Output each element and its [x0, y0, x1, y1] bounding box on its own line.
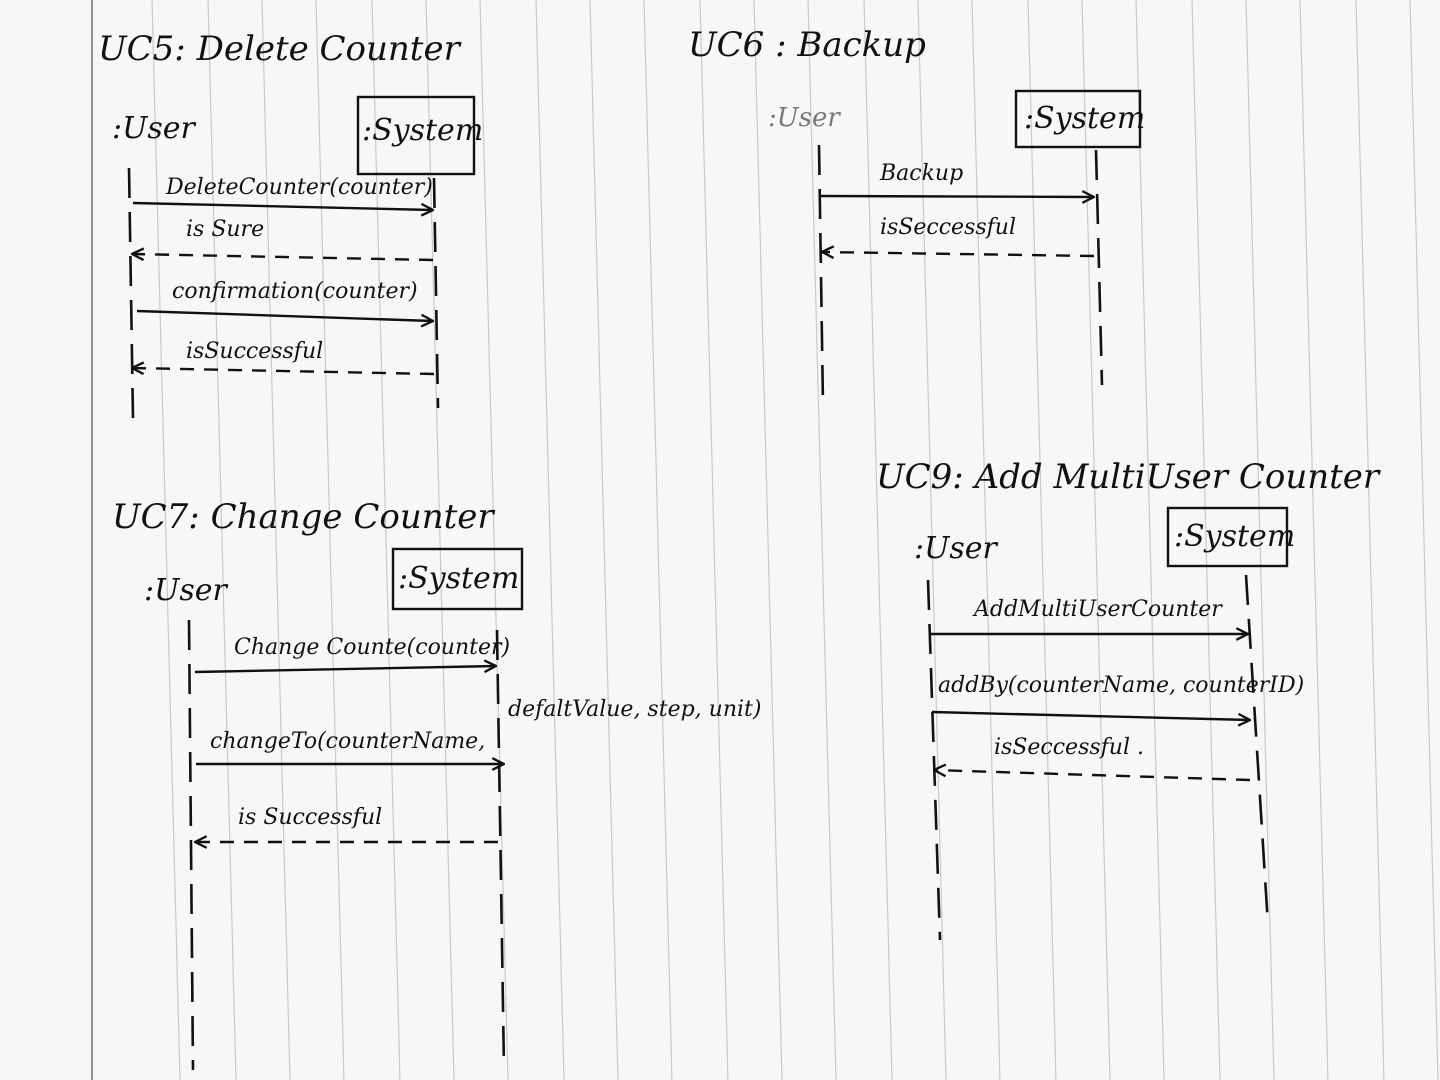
- ruled-line: [1299, 0, 1329, 1080]
- message-arrow: [931, 710, 1250, 720]
- system-actor-label: :System: [1174, 519, 1295, 554]
- return-arrow: [132, 368, 435, 376]
- user-actor-label: :User: [768, 103, 841, 133]
- ruled-line: [1245, 0, 1275, 1080]
- message-label: is Sure: [186, 217, 264, 242]
- ruled-line: [971, 0, 1001, 1080]
- ruled-line: [315, 0, 345, 1080]
- system-lifeline: [1094, 149, 1104, 386]
- message-label: Change Counte(counter): [234, 635, 510, 660]
- system-actor-label: :System: [362, 113, 483, 148]
- ruled-line: [535, 0, 565, 1080]
- message-label-continuation: defaltValue, step, unit): [508, 697, 761, 722]
- message-label: changeTo(counterName,: [210, 729, 485, 754]
- ruled-line: [807, 0, 837, 1080]
- message-arrow: [136, 309, 433, 321]
- ruled-line: [589, 0, 619, 1080]
- diagram-uc6: UC6 : Backup :User :System Backup isSecc…: [688, 25, 1145, 406]
- user-actor-label: :User: [144, 573, 229, 608]
- user-actor-label: :User: [914, 531, 999, 566]
- ruled-line: [917, 0, 947, 1080]
- diagram-title: UC7: Change Counter: [112, 497, 495, 537]
- user-lifeline: [127, 167, 135, 419]
- ruled-line: [643, 0, 673, 1080]
- diagram-uc9: UC9: Add MultiUser Counter :User :System…: [876, 457, 1381, 941]
- return-arrow: [822, 252, 1095, 256]
- system-actor-box: [391, 547, 524, 611]
- ruled-line: [863, 0, 893, 1080]
- message-label: addBy(counterName, counterID): [938, 673, 1304, 698]
- ruled-line: [261, 0, 291, 1080]
- message-label: DeleteCounter(counter): [165, 175, 433, 200]
- diagram-title: UC9: Add MultiUser Counter: [876, 457, 1381, 497]
- user-lifeline: [926, 579, 942, 941]
- message-label: confirmation(counter): [172, 279, 418, 304]
- user-lifeline: [187, 619, 195, 1071]
- diagram-uc7: UC7: Change Counter :User :System Change…: [112, 497, 761, 1071]
- message-label: isSuccessful: [186, 339, 323, 364]
- system-actor-box: [356, 95, 476, 176]
- message-label: isSeccessful .: [994, 735, 1144, 760]
- system-lifeline: [432, 177, 440, 409]
- ruled-line: [425, 0, 455, 1080]
- message-arrow: [819, 196, 1094, 197]
- message-label: AddMultiUserCounter: [972, 597, 1223, 622]
- diagram-uc5: UC5: Delete Counter :User :System Delete…: [98, 29, 483, 419]
- ruled-line: [1191, 0, 1221, 1080]
- ruled-line: [699, 0, 729, 1080]
- ruled-line: [151, 0, 181, 1080]
- system-lifeline: [495, 629, 506, 1071]
- system-actor-box: [1166, 506, 1289, 568]
- message-label: Backup: [879, 161, 963, 186]
- ruled-line: [207, 0, 237, 1080]
- message-arrow: [132, 201, 433, 210]
- system-actor-label: :System: [1024, 101, 1145, 136]
- ruled-line: [1027, 0, 1057, 1080]
- ruled-line: [479, 0, 509, 1080]
- ruled-line: [1355, 0, 1385, 1080]
- diagram-title: UC6 : Backup: [688, 25, 926, 65]
- user-lifeline: [817, 144, 825, 406]
- user-actor-label: :User: [112, 111, 197, 146]
- system-lifeline: [1244, 574, 1270, 926]
- return-arrow: [132, 254, 434, 262]
- ruled-line: [1081, 0, 1111, 1080]
- message-label: isSeccessful: [880, 215, 1016, 240]
- system-actor-box: [1014, 89, 1142, 149]
- message-arrow: [194, 666, 496, 674]
- ruled-line: [753, 0, 783, 1080]
- system-actor-label: :System: [398, 561, 519, 596]
- return-arrow: [934, 770, 1251, 782]
- ruled-line: [1135, 0, 1165, 1080]
- message-label: is Successful: [238, 805, 382, 830]
- ruled-line: [1409, 0, 1439, 1080]
- ruled-line: [371, 0, 401, 1080]
- diagram-title: UC5: Delete Counter: [98, 29, 462, 69]
